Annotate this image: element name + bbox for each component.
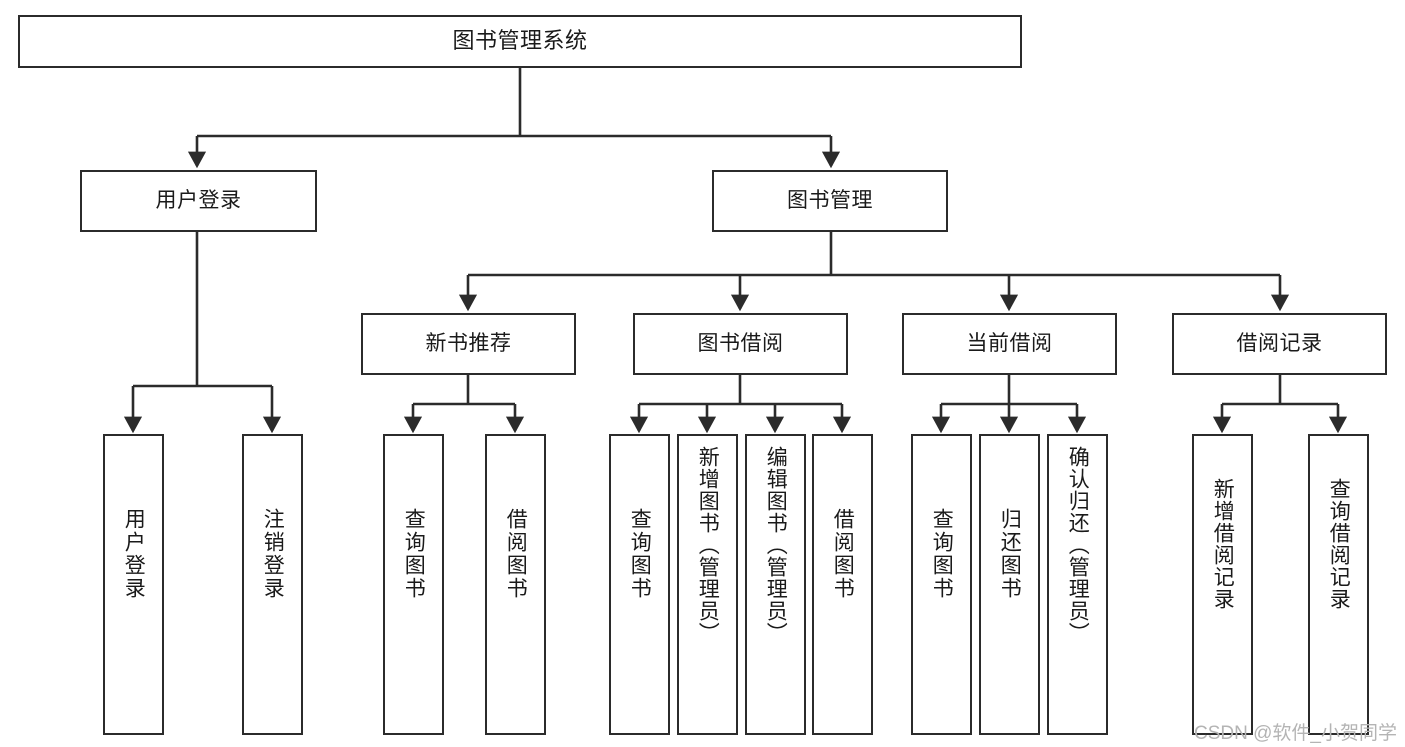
node-leaf-query-book-3-label: 查询图书: [930, 508, 954, 600]
node-leaf-add-record[interactable]: 新增借阅记录: [1192, 434, 1253, 735]
node-current-borrow-label: 当前借阅: [966, 332, 1053, 356]
node-leaf-query-record[interactable]: 查询借阅记录: [1308, 434, 1369, 735]
node-book-borrow-label: 图书借阅: [697, 332, 784, 356]
node-leaf-add-book[interactable]: 新增图书（管理员）: [677, 434, 738, 735]
node-user-login[interactable]: 用户登录: [80, 170, 317, 232]
node-leaf-edit-book[interactable]: 编辑图书（管理员）: [745, 434, 806, 735]
node-leaf-add-record-label: 新增借阅记录: [1211, 478, 1235, 610]
node-leaf-query-book-2-label: 查询图书: [628, 508, 652, 600]
node-leaf-logout-label: 注销登录: [261, 508, 285, 600]
csdn-watermark: CSDN @软件_小贺同学: [1194, 723, 1397, 744]
node-borrow-record[interactable]: 借阅记录: [1172, 313, 1387, 375]
node-new-book-recommend-label: 新书推荐: [425, 332, 512, 356]
node-leaf-query-book-1[interactable]: 查询图书: [383, 434, 444, 735]
node-leaf-query-book-3[interactable]: 查询图书: [911, 434, 972, 735]
node-leaf-borrow-book-1[interactable]: 借阅图书: [485, 434, 546, 735]
node-leaf-user-login-label: 用户登录: [122, 508, 146, 600]
node-leaf-query-book-1-label: 查询图书: [402, 508, 426, 600]
node-leaf-add-book-label: 新增图书（管理员）: [696, 446, 720, 644]
node-new-book-recommend[interactable]: 新书推荐: [361, 313, 576, 375]
node-root[interactable]: 图书管理系统: [18, 15, 1022, 68]
node-leaf-query-record-label: 查询借阅记录: [1327, 478, 1351, 610]
node-leaf-confirm-return-label: 确认归还（管理员）: [1066, 446, 1090, 644]
node-borrow-record-label: 借阅记录: [1236, 332, 1323, 356]
node-current-borrow[interactable]: 当前借阅: [902, 313, 1117, 375]
node-leaf-user-login[interactable]: 用户登录: [103, 434, 164, 735]
node-leaf-return-book-label: 归还图书: [998, 508, 1022, 600]
node-root-label: 图书管理系统: [452, 28, 588, 54]
node-user-login-label: 用户登录: [155, 189, 242, 213]
node-book-borrow[interactable]: 图书借阅: [633, 313, 848, 375]
node-leaf-edit-book-label: 编辑图书（管理员）: [764, 446, 788, 644]
node-leaf-logout[interactable]: 注销登录: [242, 434, 303, 735]
node-book-management[interactable]: 图书管理: [712, 170, 948, 232]
node-leaf-borrow-book-2[interactable]: 借阅图书: [812, 434, 873, 735]
node-leaf-query-book-2[interactable]: 查询图书: [609, 434, 670, 735]
node-leaf-confirm-return[interactable]: 确认归还（管理员）: [1047, 434, 1108, 735]
node-book-management-label: 图书管理: [787, 189, 873, 213]
node-leaf-return-book[interactable]: 归还图书: [979, 434, 1040, 735]
node-leaf-borrow-book-2-label: 借阅图书: [831, 508, 855, 600]
node-leaf-borrow-book-1-label: 借阅图书: [504, 508, 528, 600]
